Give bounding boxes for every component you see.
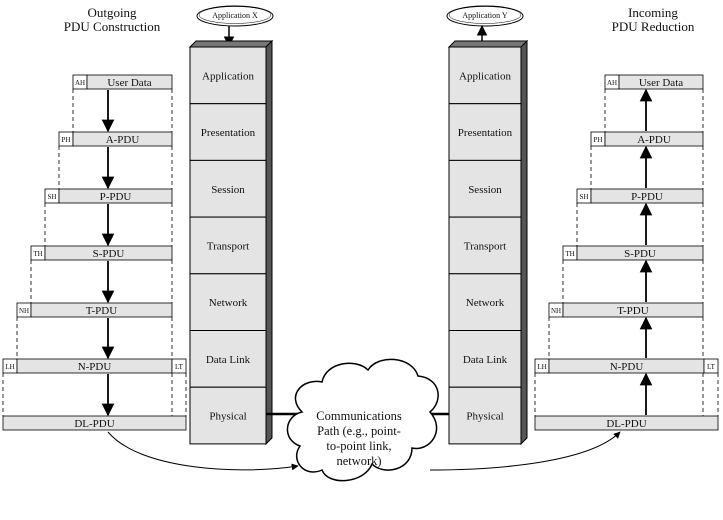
left-pdu-trailer-lt-label: LT <box>175 363 184 371</box>
left-pdu-a-pdu <box>72 131 173 147</box>
left-layer-data-link-label: Data Link <box>206 354 251 366</box>
right-layer-transport <box>448 216 522 275</box>
right-layer-application-label: Application <box>459 70 511 82</box>
left-layer-session-label: Session <box>211 184 245 196</box>
left-pdu-header-th-label: TH <box>33 250 42 258</box>
right-pdu-t-pdu-label: T-PDU <box>617 305 648 317</box>
left-stack-side-face <box>265 39 273 446</box>
right-pdu-s-pdu-label: S-PDU <box>624 248 656 260</box>
left-pdu-trailer-lt <box>171 358 187 374</box>
left-pdu-header-ph-label: PH <box>62 136 71 144</box>
right-pdu-header-ah-label: AH <box>607 79 617 87</box>
left-layer-presentation <box>189 103 267 161</box>
left-title-line-2: PDU Construction <box>64 19 161 34</box>
right-layer-session <box>448 159 522 218</box>
left-layer-presentation-label: Presentation <box>201 127 256 139</box>
right-pdu-header-th-label: TH <box>565 250 574 258</box>
cloud-text-line-4: network) <box>336 454 381 468</box>
right-pdu-p-pdu-label: P-PDU <box>631 191 663 203</box>
left-pdu-user-data <box>86 74 173 90</box>
right-layer-network <box>448 273 522 331</box>
left-pdu-header-nh-label: NH <box>19 307 29 315</box>
left-pdu-s-pdu <box>44 245 173 261</box>
application-x-oval: Application X <box>196 5 274 27</box>
dl-pdu-to-cloud-arrow <box>107 431 299 471</box>
right-layer-network-label: Network <box>466 297 505 309</box>
application-y-oval: Application Y <box>446 5 524 27</box>
left-title-line-1: Outgoing <box>87 5 137 20</box>
left-pdu-header-lh-label: LH <box>5 363 14 371</box>
cloud-text-line-1: Communications <box>316 409 402 423</box>
application-y-label: Application Y <box>462 11 507 20</box>
right-pdu-dl-pdu <box>534 415 719 431</box>
right-pdu-a-pdu <box>604 131 704 147</box>
right-stack-side-face <box>520 39 528 446</box>
right-pdu-header-lh-label: LH <box>537 363 546 371</box>
right-stack-top-face <box>447 40 529 48</box>
left-stack-top-face <box>188 40 274 48</box>
right-layer-physical <box>448 386 522 445</box>
right-title-line-2: PDU Reduction <box>612 19 695 34</box>
right-pdu-user-data <box>618 74 704 90</box>
cloud-text-line-2: Path (e.g., point- <box>317 424 401 438</box>
left-layer-transport <box>189 216 267 275</box>
right-layer-application <box>448 46 522 105</box>
right-layer-data-link <box>448 330 522 388</box>
left-layer-stack: ApplicationPresentationSessionTransportN… <box>188 39 274 446</box>
left-pdu-header-sh-label: SH <box>48 193 57 201</box>
left-layer-application-label: Application <box>202 70 254 82</box>
left-layer-physical <box>189 386 267 445</box>
right-pdu-header-nh-label: NH <box>551 307 561 315</box>
left-pdu-dl-pdu <box>2 415 187 431</box>
cloud-to-dl-pdu-arrow <box>429 431 621 471</box>
left-pdu-t-pdu <box>30 302 173 318</box>
right-layer-stack: ApplicationPresentationSessionTransportN… <box>447 39 529 446</box>
right-layer-physical-label: Physical <box>466 411 503 423</box>
cloud-text-line-3: to-point link, <box>326 439 391 453</box>
communications-path-cloud <box>286 358 439 482</box>
left-layer-application <box>189 46 267 105</box>
left-pdu-n-pdu-label: N-PDU <box>78 361 112 373</box>
right-pdu-n-pdu-label: N-PDU <box>610 361 644 373</box>
right-pdu-trailer-lt <box>703 358 719 374</box>
application-x-label: Application X <box>212 11 258 20</box>
left-pdu-p-pdu <box>58 188 173 204</box>
left-pdu-user-data-label: User Data <box>107 77 151 89</box>
left-pdu-t-pdu-label: T-PDU <box>86 305 117 317</box>
right-pdu-header-sh-label: SH <box>580 193 589 201</box>
right-layer-presentation <box>448 103 522 161</box>
right-layer-data-link-label: Data Link <box>463 354 508 366</box>
left-pdu-p-pdu-label: P-PDU <box>100 191 132 203</box>
left-layer-physical-label: Physical <box>209 411 246 423</box>
left-pdu-a-pdu-label: A-PDU <box>106 134 140 146</box>
right-layer-presentation-label: Presentation <box>458 127 513 139</box>
right-pdu-header-ph-label: PH <box>594 136 603 144</box>
right-layer-transport-label: Transport <box>464 240 506 252</box>
left-layer-session <box>189 159 267 218</box>
right-layer-session-label: Session <box>468 184 502 196</box>
left-pdu-s-pdu-label: S-PDU <box>93 248 125 260</box>
left-pdu-dl-pdu-label: DL-PDU <box>74 418 114 430</box>
right-pdu-dl-pdu-label: DL-PDU <box>606 418 646 430</box>
right-title-line-1: Incoming <box>628 5 678 20</box>
left-pdu-header-ah-label: AH <box>75 79 85 87</box>
left-layer-network <box>189 273 267 331</box>
right-pdu-trailer-lt-label: LT <box>707 363 716 371</box>
left-layer-network-label: Network <box>209 297 248 309</box>
left-layer-transport-label: Transport <box>207 240 249 252</box>
right-pdu-a-pdu-label: A-PDU <box>637 134 671 146</box>
right-pdu-t-pdu <box>562 302 704 318</box>
right-pdu-user-data-label: User Data <box>639 77 683 89</box>
